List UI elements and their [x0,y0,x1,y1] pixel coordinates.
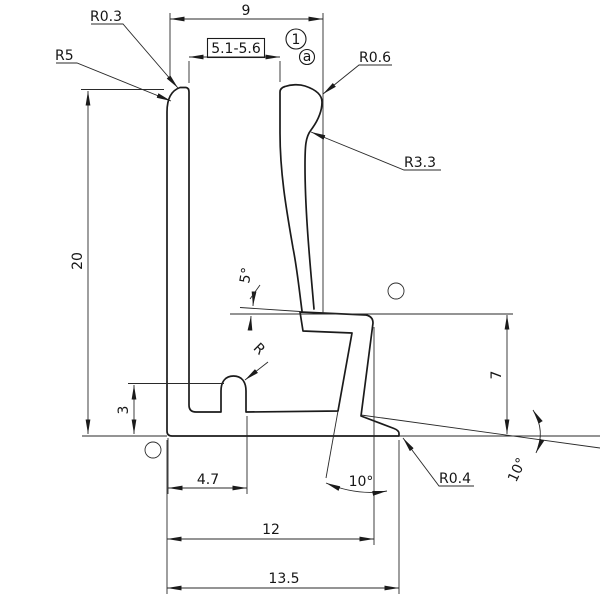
arrow-5deg-lower [247,315,253,331]
arc-10deg-leg [325,482,388,496]
leader-5deg-tick [249,284,261,300]
radius-r-hook-label: R [250,340,268,358]
angle-10-leg-label: 10° [349,474,374,490]
ext-seat-5deg [239,307,301,312]
surface-marker-upper [387,282,405,300]
callout-detail-circle [298,48,316,66]
ext-leg-10deg [325,410,339,479]
leader-r33 [310,131,441,171]
radius-r33-label: R3.3 [404,155,436,171]
extension-lines [81,13,600,594]
dim-20-label: 20 [70,252,86,270]
callout-item-label: 1 [292,32,301,48]
surface-marker-lower [144,441,162,459]
callout-item-circle [285,28,307,50]
leader-r06 [322,64,392,95]
leader-r04 [402,437,474,487]
slot-dimension-frame [206,37,266,59]
dim-9-label: 9 [242,3,251,19]
leader-r03 [91,23,179,89]
dim-47-label: 4.7 [197,472,219,488]
arc-10deg-tail [532,409,545,454]
leader-r5 [56,62,172,102]
profile-outline [166,83,400,437]
dim-3-label: 3 [116,406,132,415]
angle-5-label: 5° [237,266,256,284]
dim-7-label: 7 [489,371,505,380]
leader-r-hook [244,361,269,381]
callouts [144,28,405,459]
dim-slot-label: 5.1-5.6 [211,41,261,57]
radius-leaders [56,23,474,487]
radius-r04-label: R0.4 [439,471,471,487]
dim-135-label: 13.5 [268,571,299,587]
dim-12-label: 12 [262,522,280,538]
radius-r03-label: R0.3 [90,9,122,25]
radius-r06-label: R0.6 [359,50,391,66]
profile-body-path [166,86,400,437]
profile-lip-path [279,83,323,312]
radius-r5-label: R5 [55,48,74,64]
angle-10-tail-label: 10° [505,455,530,484]
ext-tail-10deg [360,414,600,449]
callout-detail-label: a [303,49,312,65]
labels: 9 5.1-5.6 20 3 4.7 12 13.5 7 5° 10° 10° … [55,3,530,587]
